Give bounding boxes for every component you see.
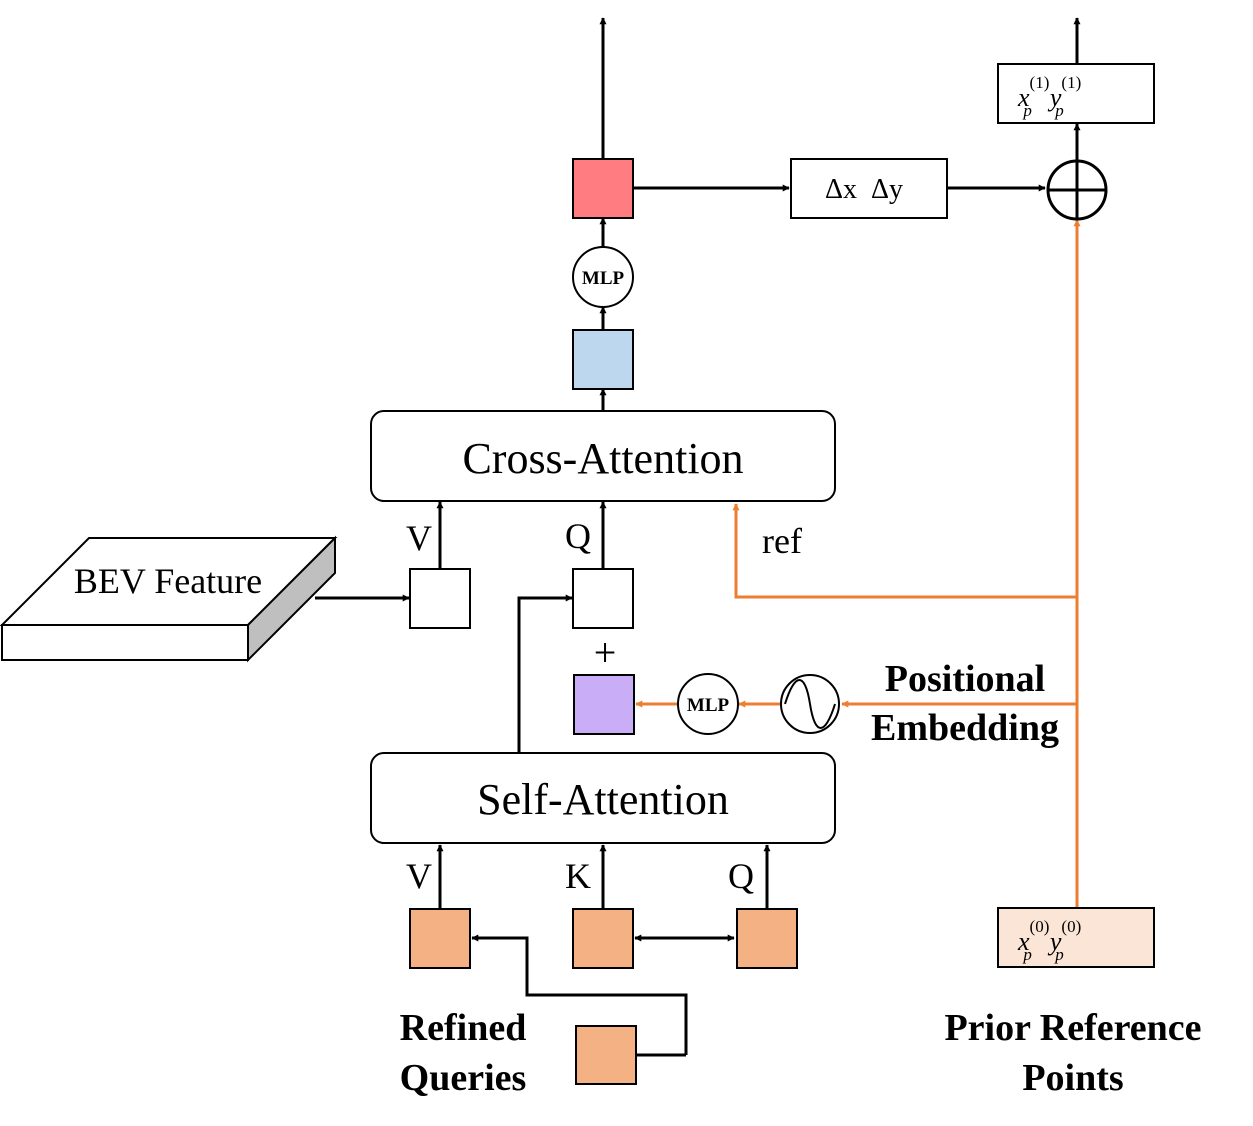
self-value-token bbox=[409, 908, 471, 969]
positional-label-line1: Positional bbox=[885, 658, 1045, 700]
cross-attention-block bbox=[370, 410, 836, 502]
output-token bbox=[572, 158, 634, 219]
self-attention-label: Self-Attention bbox=[477, 775, 729, 824]
refined-label-line1: Refined bbox=[400, 1007, 527, 1049]
self-v-label: V bbox=[406, 856, 432, 896]
cross-attention-label: Cross-Attention bbox=[462, 434, 743, 483]
self-query-token bbox=[736, 908, 798, 969]
cross-v-label: V bbox=[406, 518, 432, 558]
self-q-label: Q bbox=[728, 856, 754, 896]
sine-wave-icon bbox=[780, 674, 840, 734]
ref-label: ref bbox=[762, 521, 802, 561]
cross-q-label: Q bbox=[565, 516, 591, 556]
prior-label-line1: Prior Reference bbox=[944, 1007, 1201, 1049]
refined-query-token bbox=[575, 1025, 637, 1085]
mlp-node-top: MLP bbox=[572, 246, 634, 308]
prior-point-box bbox=[997, 907, 1155, 968]
refined-point-box bbox=[997, 63, 1155, 124]
prior-label-line2: Points bbox=[1022, 1057, 1123, 1099]
query-to-v-token bbox=[471, 934, 688, 1055]
value-token bbox=[409, 568, 471, 629]
delta-box bbox=[790, 158, 948, 219]
cross-output-feature bbox=[572, 329, 634, 390]
positional-feature bbox=[573, 674, 635, 735]
ref-arrow bbox=[732, 503, 1077, 599]
black-connectors bbox=[315, 17, 1081, 1057]
svg-text:MLP: MLP bbox=[582, 268, 625, 289]
reference-connectors bbox=[635, 219, 1081, 907]
self-to-query-arrow bbox=[517, 594, 573, 752]
plus-sign: + bbox=[594, 630, 617, 675]
self-attention-block bbox=[370, 752, 836, 844]
mlp-node-positional: MLP bbox=[677, 673, 739, 735]
svg-text:MLP: MLP bbox=[687, 695, 730, 716]
bev-feature-label: BEV Feature bbox=[74, 561, 262, 601]
refined-label-line2: Queries bbox=[400, 1057, 527, 1099]
positional-label-line2: Embedding bbox=[871, 707, 1059, 749]
sum-node bbox=[1046, 159, 1108, 221]
bev-feature-slab bbox=[0, 535, 338, 663]
self-key-token bbox=[572, 908, 634, 969]
self-k-label: K bbox=[565, 856, 591, 896]
query-token bbox=[572, 568, 634, 629]
